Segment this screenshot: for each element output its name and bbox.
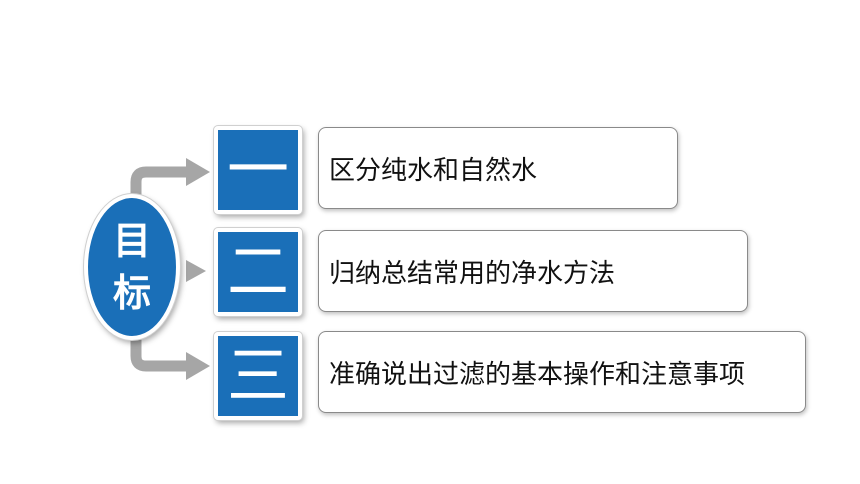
arrow-head-2 bbox=[186, 260, 206, 282]
item-number-1: 一 bbox=[214, 126, 302, 214]
item-text-3: 准确说出过滤的基本操作和注意事项 bbox=[318, 331, 806, 413]
arrow-to-item-3 bbox=[130, 332, 190, 372]
arrow-head-1 bbox=[186, 158, 210, 186]
item-text-2: 归纳总结常用的净水方法 bbox=[318, 230, 748, 312]
item-number-3: 三 bbox=[214, 332, 302, 420]
arrow-head-3 bbox=[186, 352, 210, 380]
goal-char-2: 标 bbox=[112, 271, 151, 315]
goal-char-1: 目 bbox=[112, 219, 151, 263]
item-text-1: 区分纯水和自然水 bbox=[318, 127, 678, 209]
item-number-2: 二 bbox=[214, 228, 302, 316]
goal-badge: 目 标 bbox=[84, 194, 180, 340]
arrow-to-item-1 bbox=[130, 166, 190, 202]
